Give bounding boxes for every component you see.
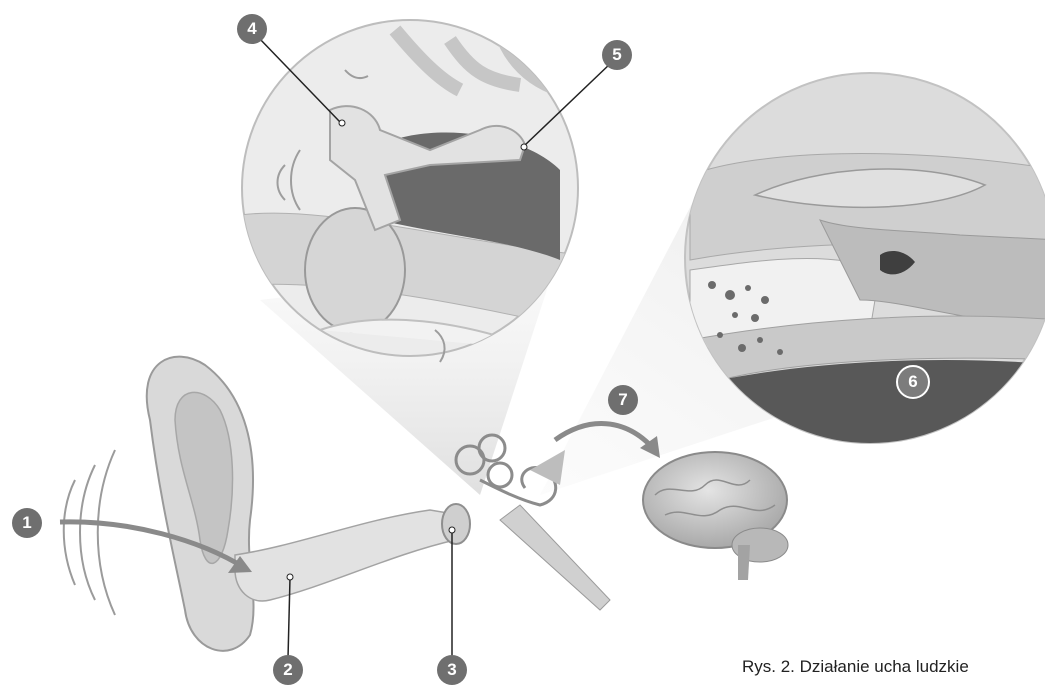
marker-5: 5 — [602, 40, 632, 70]
ear-canal — [235, 510, 460, 601]
eardrum — [442, 504, 470, 544]
marker-4: 4 — [237, 14, 267, 44]
figure-caption: Rys. 2. Działanie ucha ludzkie — [742, 657, 969, 677]
marker-7: 7 — [608, 385, 638, 415]
outer-ear — [147, 357, 254, 651]
auditory-nerve-small — [530, 450, 565, 485]
marker-2: 2 — [273, 655, 303, 685]
brain — [643, 452, 788, 580]
sound-waves — [64, 450, 115, 615]
marker-1: 1 — [12, 508, 42, 538]
eustachian-tube — [500, 505, 610, 610]
marker-6: 6 — [896, 365, 930, 399]
marker-3: 3 — [437, 655, 467, 685]
